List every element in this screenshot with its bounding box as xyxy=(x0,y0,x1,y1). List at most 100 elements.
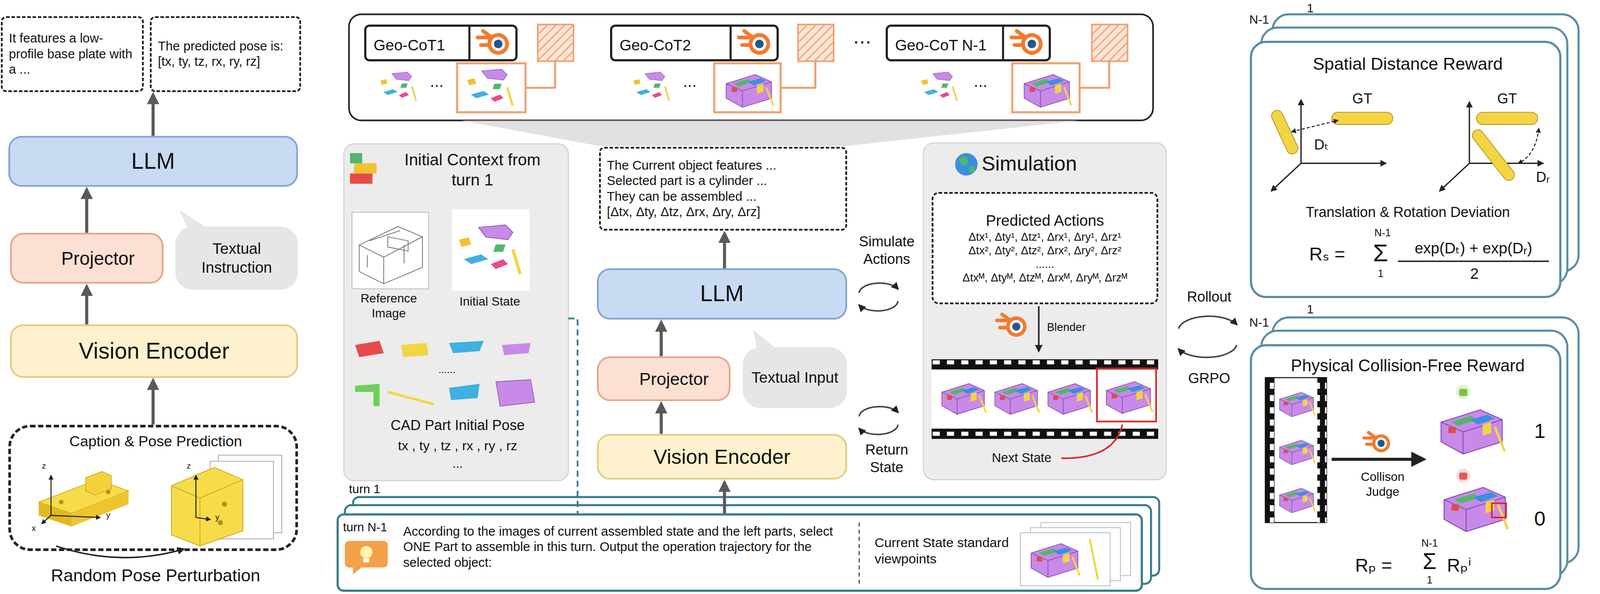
arrow-connector xyxy=(151,98,155,136)
loop-arrow xyxy=(859,283,898,293)
node-title: The predicted pose is: [tx, ty, tz, rx, … xyxy=(157,38,294,70)
geo-cot-panel xyxy=(457,61,1110,113)
context-panel-illustration xyxy=(350,173,373,184)
annotation-label: GT xyxy=(1491,89,1523,108)
reward-card: Spatial Distance RewardTranslation & Rot… xyxy=(1249,40,1561,299)
node-title: Geo-CoT N-1 xyxy=(894,35,1002,55)
spatial-reward-illustration xyxy=(1271,99,1543,191)
arrow-connector xyxy=(659,325,663,357)
node-text: Δtxᴹ, Δtyᴹ, Δtzᴹ, Δrxᴹ, Δryᴹ, Δrzᴹ xyxy=(939,270,1151,285)
collision-reward-illustration xyxy=(1317,377,1327,523)
simulation-illustration xyxy=(923,142,1167,480)
node-text: ...... xyxy=(939,257,1151,271)
node-text: Selected part is a cylinder ... xyxy=(606,173,840,189)
annotation-label: Random Pose Perturbation xyxy=(15,564,296,586)
context-panel-illustration xyxy=(354,340,384,358)
annotation-label: Rollout xyxy=(1173,287,1246,306)
perturbed-part-image xyxy=(38,501,72,527)
geo-cot-panel xyxy=(477,31,509,55)
collision-reward-illustration xyxy=(1491,503,1507,518)
node-text: ... xyxy=(347,456,569,472)
geo-cot-panel xyxy=(633,71,669,101)
annotation-label: Collison Judge xyxy=(1351,469,1414,500)
instruction-bubble: Textual Instruction xyxy=(175,226,298,290)
collision-reward-illustration xyxy=(1364,432,1391,453)
geo-cot-panel xyxy=(461,120,1080,146)
perturbed-part-image xyxy=(195,475,197,518)
context-panel-illustration xyxy=(452,209,530,291)
spatial-reward-illustration xyxy=(1249,14,1579,299)
geo-cot-panel xyxy=(738,31,770,55)
simulation-illustration xyxy=(954,152,978,176)
context-panel-illustration xyxy=(344,143,569,481)
bubble-tail xyxy=(752,329,777,349)
annotation-label: ...... xyxy=(424,363,470,376)
simulation-illustration xyxy=(1047,383,1093,415)
node-title: The Current object features ... xyxy=(606,157,840,174)
turn-card-stack xyxy=(1089,538,1099,580)
annotation-label: N-1 xyxy=(1245,12,1273,28)
annotation-label: x xyxy=(28,523,39,534)
turn-card-stack xyxy=(360,546,373,559)
loop-arrow xyxy=(859,406,898,416)
spatial-reward-illustration xyxy=(1397,260,1550,263)
annotation-label: Simulate Actions xyxy=(850,232,924,268)
reward-card: Physical Collision-Free Reward xyxy=(1249,344,1561,590)
collision-reward-illustration xyxy=(1249,317,1579,590)
annotation-label: Return State xyxy=(850,440,924,476)
perturbed-part-image xyxy=(195,475,211,520)
node-text: CAD Part Initial Pose xyxy=(347,416,569,434)
perturbed-part-image xyxy=(41,515,51,524)
perturbed-part-image xyxy=(106,489,111,494)
context-panel-illustration xyxy=(496,379,535,407)
turn-card-stack xyxy=(344,540,388,575)
geo-cot-panel xyxy=(1012,63,1080,113)
pretrain-task-box: Caption & Pose Prediction xyxy=(8,424,299,552)
node-title: Predicted Actions xyxy=(939,211,1151,231)
node-text: Reference Image xyxy=(347,290,431,321)
perturbed-part-image xyxy=(50,475,52,516)
collision-reward-illustration xyxy=(1265,377,1327,523)
turn-card-stack xyxy=(336,496,1160,593)
simulation-illustration xyxy=(931,369,1159,429)
node-title: Caption & Pose Prediction xyxy=(10,432,301,451)
node-title: Projector xyxy=(625,368,723,390)
collision-reward-illustration xyxy=(1279,439,1316,465)
geo-cot-panel xyxy=(726,74,774,108)
perturbed-part-image xyxy=(56,546,184,558)
geo-cot-panel xyxy=(457,63,526,113)
spatial-reward-illustration xyxy=(1269,108,1300,157)
annotation-label: exp(Dₜ) + exp(Dᵣ) xyxy=(1395,238,1551,258)
node-text: Translation & Rotation Deviation xyxy=(1252,203,1564,221)
annotation-label: N-1 xyxy=(1245,315,1273,330)
simulation-panel: SimulationBlenderNext StatePredicted Act… xyxy=(923,142,1167,480)
spatial-reward-illustration xyxy=(1301,162,1386,164)
context-panel-illustration xyxy=(387,391,434,405)
perturbed-part-image xyxy=(38,454,282,558)
node-text: Blender xyxy=(1046,320,1109,334)
context-panel: Initial Context from turn 1Reference Ima… xyxy=(344,143,569,481)
node-title: Vision Encoder xyxy=(17,337,291,366)
actions-box: Predicted ActionsΔtx¹, Δty¹, Δtz¹, Δrx¹,… xyxy=(931,191,1159,305)
simulation-illustration xyxy=(931,428,1159,439)
geo-cot-panel xyxy=(729,24,732,62)
geo-cot-panel xyxy=(468,24,471,62)
spatial-reward-illustration xyxy=(1468,102,1470,164)
perturbed-part-image xyxy=(50,515,100,518)
turn-card-stack xyxy=(336,513,1143,592)
turn-prompt-card: turn N-1According to the images of curre… xyxy=(336,513,1143,592)
annotation-label: ⋯ xyxy=(844,30,880,54)
node-title: Physical Collision-Free Reward xyxy=(1252,355,1564,377)
context-panel-illustration xyxy=(351,212,429,289)
node-text: Initial State xyxy=(459,294,521,309)
node-title: Spatial Distance Reward xyxy=(1252,53,1564,75)
projector-block: Projector xyxy=(10,232,164,284)
node-text: According to the images of current assem… xyxy=(403,523,855,571)
annotation-label: 1 xyxy=(1372,267,1389,280)
collision-reward-illustration xyxy=(1265,377,1275,523)
geo-cot-box: Geo-CoT N-1 xyxy=(885,24,1051,62)
node-title: Vision Encoder xyxy=(604,444,839,470)
node-title: LLM xyxy=(16,147,291,176)
spatial-reward-illustration xyxy=(1291,120,1338,132)
collision-reward-illustration xyxy=(1459,472,1468,480)
